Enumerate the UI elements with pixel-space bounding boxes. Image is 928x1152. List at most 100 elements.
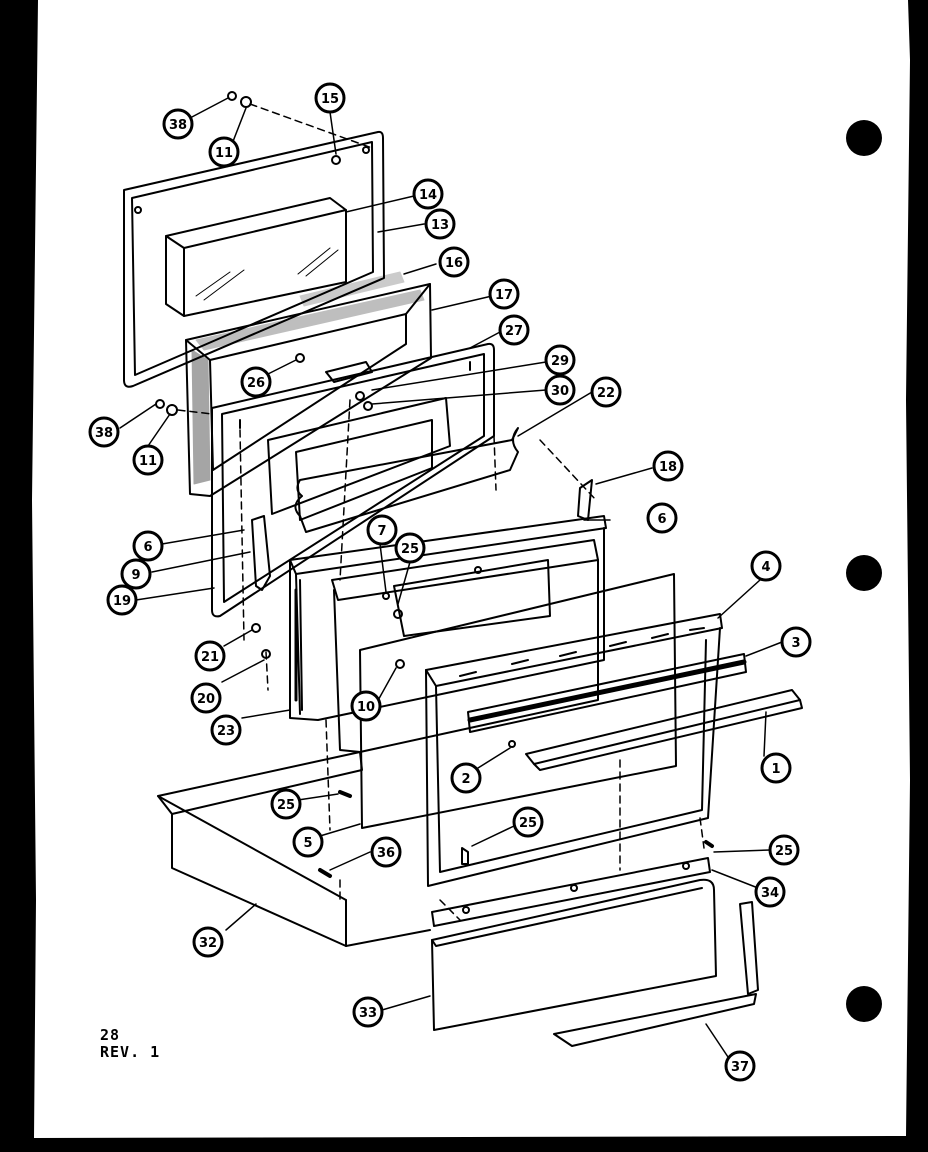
callout-bubble (270, 788, 302, 820)
nut (355, 391, 365, 401)
callout-label: 29 (551, 354, 569, 369)
callout-bubble (498, 314, 530, 346)
corner-bracket (553, 901, 759, 1047)
callout-bubble (724, 1050, 756, 1082)
callout-label: 16 (445, 256, 463, 271)
callout-bubble (132, 530, 164, 562)
handle-trim-strip (467, 653, 747, 733)
callout-bubble (394, 532, 426, 564)
callout-label: 38 (169, 118, 187, 133)
callout-bubble (544, 374, 576, 406)
screw (704, 840, 714, 848)
callout-label: 37 (731, 1060, 749, 1075)
callout-label: 10 (357, 700, 375, 715)
outer-door-panel (123, 130, 385, 388)
hinge-left (251, 515, 271, 591)
kick-rail (431, 857, 711, 927)
callout-bubble (438, 246, 470, 278)
callout-bubble (450, 762, 482, 794)
screw (508, 740, 516, 748)
callout-label: 36 (377, 846, 395, 861)
callout-label: 9 (131, 568, 140, 583)
binder-hole (846, 986, 882, 1022)
callout-label: 17 (495, 288, 513, 303)
callout-label: 34 (761, 886, 779, 901)
callout-label: 13 (431, 218, 449, 233)
callout-bubble (512, 806, 544, 838)
callout-bubble (370, 836, 402, 868)
callout-bubble (240, 366, 272, 398)
inner-door-liner (289, 515, 607, 721)
callout-bubble (424, 208, 456, 240)
binder-hole (846, 555, 882, 591)
screw (461, 847, 469, 865)
paper-sheet (32, 0, 910, 1138)
callout-bubble (760, 752, 792, 784)
washer (240, 96, 252, 108)
revision-label: REV. 1 (100, 1043, 161, 1061)
callout-label: 6 (143, 540, 152, 555)
leader-lines (119, 97, 783, 1061)
callout-bubble (488, 278, 520, 310)
clip (331, 155, 341, 165)
callout-bubble (768, 834, 800, 866)
callout-bubble (412, 178, 444, 210)
callout-bubble (192, 926, 224, 958)
callout-bubble (544, 344, 576, 376)
screw (393, 609, 403, 619)
callout-label: 14 (419, 188, 437, 203)
callout-bubble (652, 450, 684, 482)
callout-bubble (208, 136, 240, 168)
callout-label: 23 (217, 724, 235, 739)
callout-group: 3811151413161727262930381122186691972543… (88, 82, 812, 1082)
screw (295, 353, 305, 363)
callout-bubble (106, 584, 138, 616)
base-pan (157, 751, 431, 947)
callout-bubble (194, 640, 226, 672)
screw (382, 592, 390, 600)
callout-bubble (754, 876, 786, 908)
screw (395, 659, 405, 669)
callout-label: 3 (791, 636, 800, 651)
nut (363, 401, 373, 411)
callout-label: 6 (657, 512, 666, 527)
callout-label: 1 (771, 762, 780, 777)
door-front-frame (425, 613, 723, 887)
screw (251, 623, 261, 633)
screw (227, 91, 237, 101)
callout-bubble (780, 626, 812, 658)
callout-label: 15 (321, 92, 339, 107)
callout-bubble (88, 416, 120, 448)
callout-label: 38 (95, 426, 113, 441)
kick-panel (431, 878, 717, 1031)
callout-bubble (292, 826, 324, 858)
callout-label: 2 (461, 772, 470, 787)
screw (318, 868, 332, 878)
window-insulation (267, 397, 519, 533)
callout-bubble (162, 108, 194, 140)
callout-bubble (314, 82, 346, 114)
callout-label: 4 (761, 560, 770, 575)
screw (338, 790, 352, 798)
callout-label: 18 (659, 460, 677, 475)
callout-label: 11 (139, 454, 157, 469)
assembly-lines (177, 103, 705, 921)
callout-bubble (190, 682, 222, 714)
callout-bubble (366, 514, 398, 546)
callout-label: 32 (199, 936, 217, 951)
washer (166, 404, 178, 416)
callout-bubble (120, 558, 152, 590)
callout-label: 25 (401, 542, 419, 557)
callout-label: 20 (197, 692, 215, 707)
callout-label: 33 (359, 1006, 377, 1021)
callout-bubble (352, 996, 384, 1028)
callout-bubble (750, 550, 782, 582)
callout-label: 5 (303, 836, 312, 851)
callout-label: 26 (247, 376, 265, 391)
callout-label: 22 (597, 386, 615, 401)
callout-bubble (646, 502, 678, 534)
callout-label: 7 (377, 524, 386, 539)
callout-bubble (350, 690, 382, 722)
